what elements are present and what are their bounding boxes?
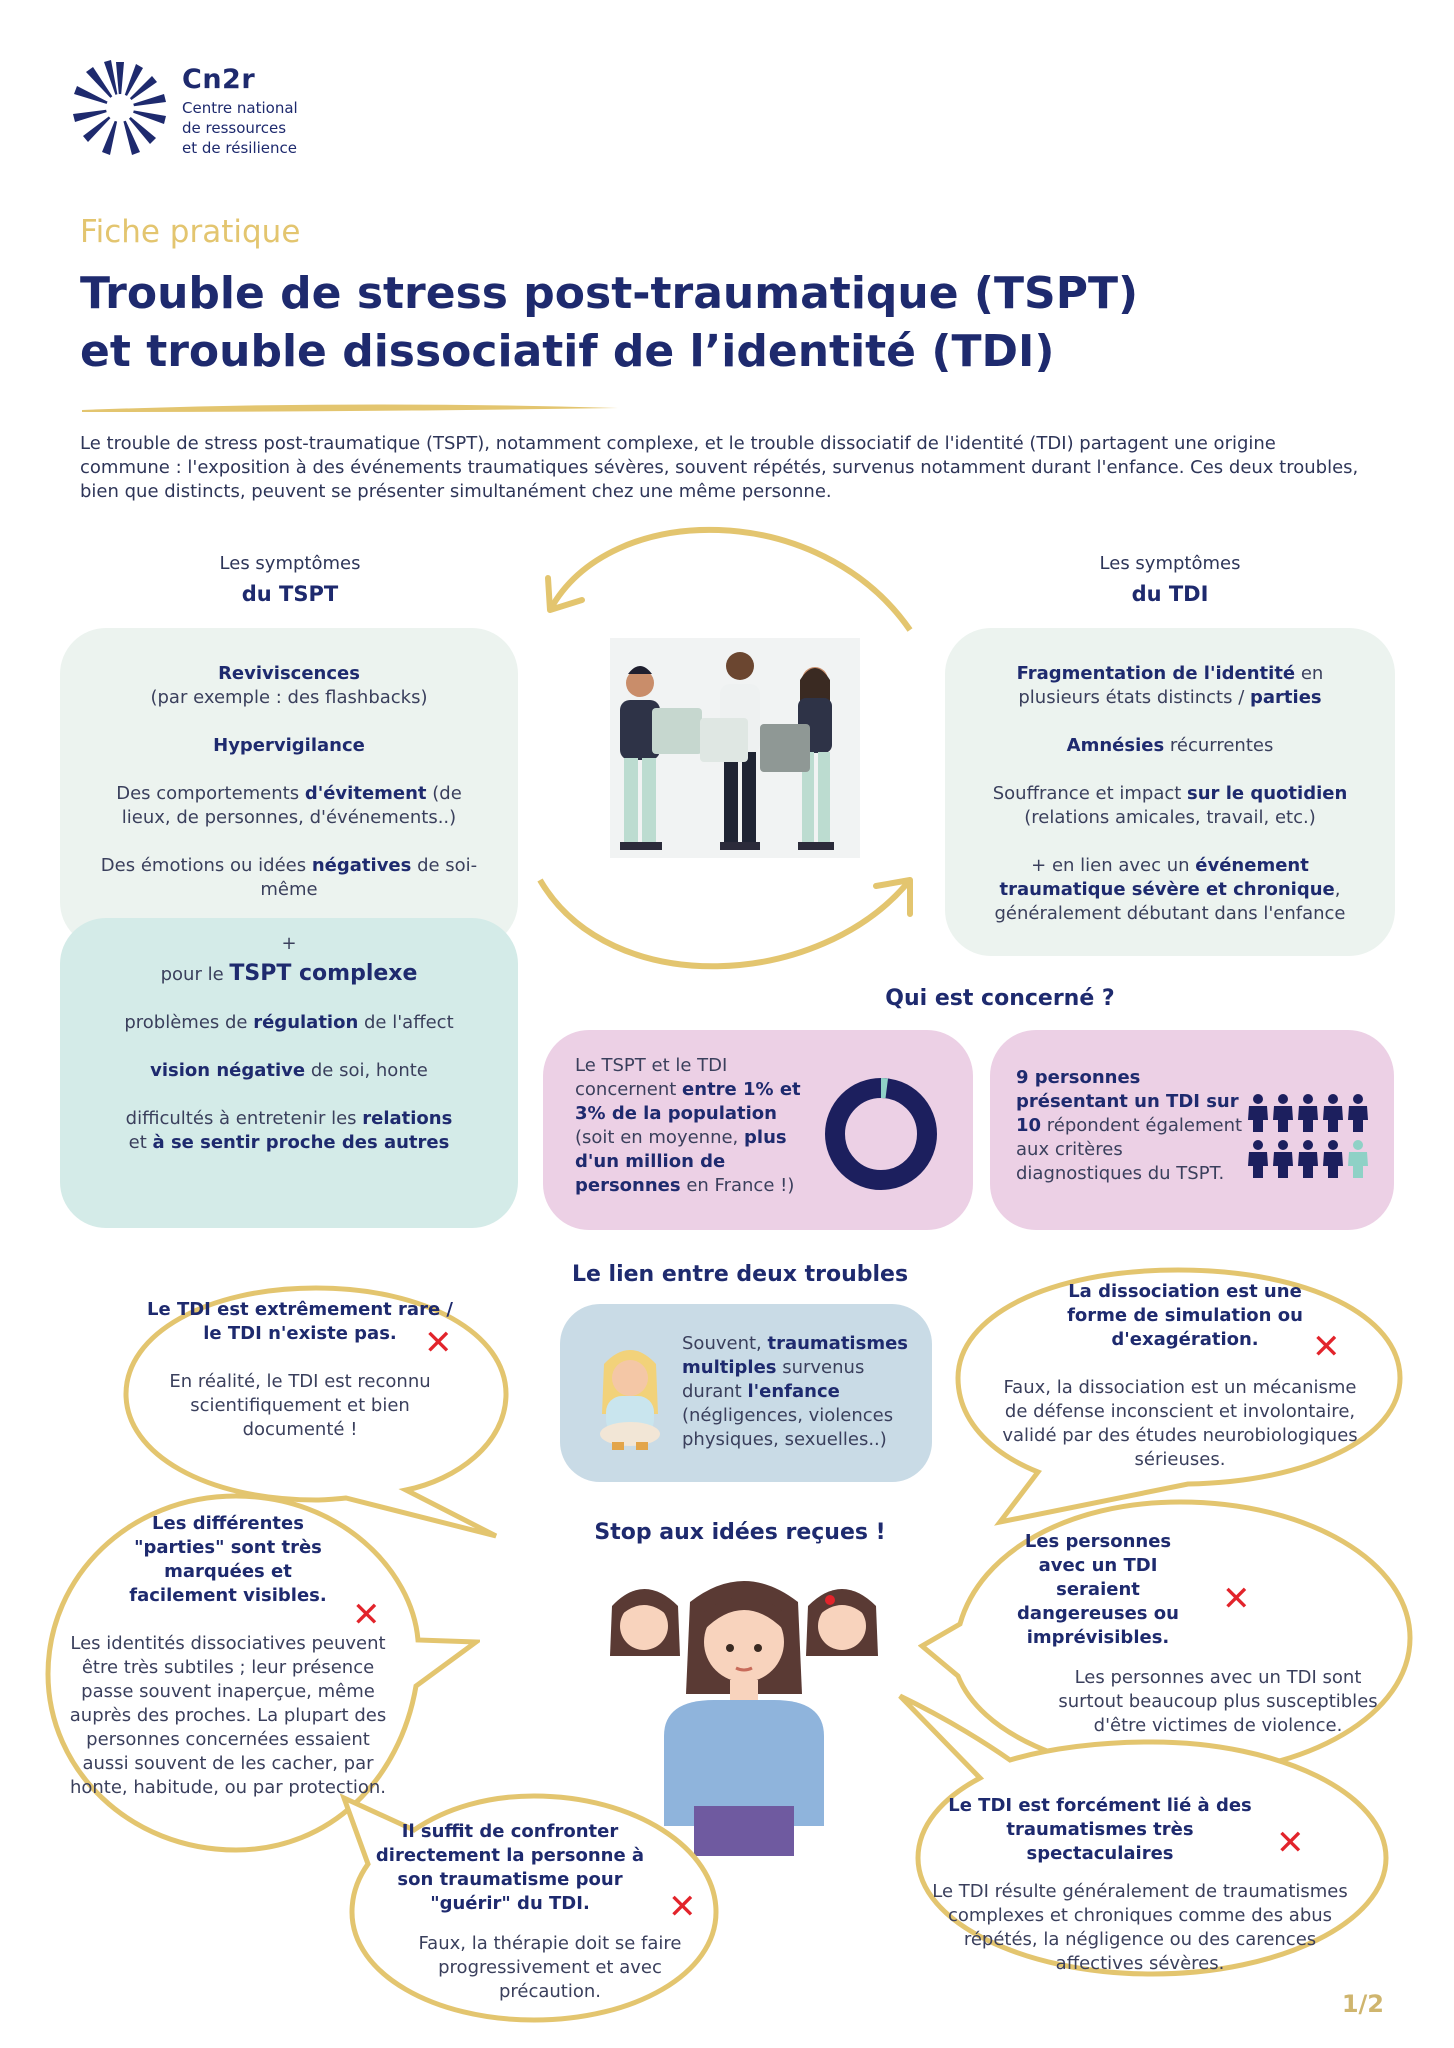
page-title: Trouble de stress post-traumatique (TSPT… <box>80 265 1330 381</box>
concern-overlap-card: 9 personnes présentant un TDI sur 10 rép… <box>990 1030 1394 1230</box>
person-icon-tdi-tspt <box>1273 1140 1293 1178</box>
plus-sign: + <box>281 933 297 954</box>
myth4-heading: Les personnes avec un TDI seraient dange… <box>1017 1531 1179 1648</box>
concern-prevalence-card: Le TSPT et le TDI concernent entre 1% et… <box>543 1030 973 1230</box>
myths-title: Stop aux idées reçues ! <box>594 1520 886 1545</box>
page-title-line1: Trouble de stress post-traumatique (TSPT… <box>80 268 1139 319</box>
tspt-heading-small: Les symptômes <box>219 553 361 574</box>
myth3-bubble <box>45 1493 480 1853</box>
people-puzzle-illustration <box>610 638 860 858</box>
title-underline <box>82 404 618 412</box>
person-icon-tdi-tspt <box>1248 1094 1268 1132</box>
person-icon-tdi-tspt <box>1323 1094 1343 1132</box>
tspt-complex-vision: vision négative de soi, honte <box>150 1060 428 1081</box>
tdi-heading-small: Les symptômes <box>1099 553 1241 574</box>
person-icon-tdi-tspt <box>1323 1140 1343 1178</box>
concern-overlap-text: 9 personnes présentant un TDI sur 10 rép… <box>1016 1067 1243 1184</box>
myth6-heading: Le TDI est forcément lié à des traumatis… <box>948 1795 1252 1864</box>
faces-illustration <box>610 1581 878 1856</box>
page-number: 1/2 <box>1341 1990 1384 2018</box>
cn2r-logo-icon <box>73 60 166 155</box>
person-icon-tdi-tspt <box>1298 1140 1318 1178</box>
tdi-symptom-impact: Souffrance et impact sur le quotidien (r… <box>992 783 1348 828</box>
myth6-cross-icon: ✕ <box>1276 1823 1305 1863</box>
tdi-heading: Les symptômes du TDI <box>1040 552 1300 608</box>
tspt-symptom-avoidance: Des comportements d'évitement (de lieux,… <box>116 783 462 828</box>
page-title-line2: et trouble dissociatif de l’identité (TD… <box>80 326 1055 377</box>
myth4-cross-icon: ✕ <box>1222 1579 1251 1619</box>
tdi-symptom-trauma: + en lien avec un événement traumatique … <box>994 855 1346 924</box>
concern-prevalence-text: Le TSPT et le TDI concernent entre 1% et… <box>575 1055 801 1196</box>
link-title: Le lien entre deux troubles <box>571 1262 909 1287</box>
document-kicker: Fiche pratique <box>80 214 301 250</box>
org-name-line1: Centre national <box>182 99 298 117</box>
tspt-complex-card: + pour le TSPT complexe problèmes de rég… <box>60 918 518 1228</box>
myth1-bubble <box>123 1285 509 1539</box>
person-icon-tdi-tspt <box>1273 1094 1293 1132</box>
tspt-symptom-negative: Des émotions ou idées négatives de soi-m… <box>100 855 478 900</box>
tspt-heading: Les symptômes du TSPT <box>160 552 420 608</box>
org-name-line3: et de résilience <box>182 139 297 157</box>
myth3-text: Les différentes "parties" sont très marq… <box>68 1512 388 1800</box>
tdi-heading-bold: du TDI <box>1131 582 1209 606</box>
tspt-heading-bold: du TSPT <box>241 582 339 606</box>
tspt-complex-heading: pour le TSPT complexe <box>160 961 418 986</box>
tspt-symptoms-card: Reviviscences(par exemple : des flashbac… <box>60 628 518 948</box>
myth5-cross-icon: ✕ <box>668 1887 697 1927</box>
tspt-complex-relations: difficultés à entretenir les relations e… <box>125 1108 453 1153</box>
person-icon-tdi-only <box>1348 1140 1368 1178</box>
myth5-text: Il suffit de confronter directement la p… <box>360 1820 690 2004</box>
myth2-bubble <box>955 1267 1403 1526</box>
myth3-body: Les identités dissociatives peuvent être… <box>69 1633 387 1798</box>
link-text: Souvent, traumatismes multiples survenus… <box>682 1333 908 1450</box>
person-icon-tdi-tspt <box>1298 1094 1318 1132</box>
tdi-symptoms-card: Fragmentation de l'identité en plusieurs… <box>945 628 1395 956</box>
intro-paragraph: Le trouble de stress post-traumatique (T… <box>80 433 1359 502</box>
myth4-text: Les personnes avec un TDI seraient dange… <box>998 1530 1388 1738</box>
tspt-symptom-hypervigilance: Hypervigilance <box>213 735 365 756</box>
link-card: Souvent, traumatismes multiples survenus… <box>560 1304 932 1482</box>
myth2-text: La dissociation est une forme de simulat… <box>990 1280 1370 1472</box>
myth6-body: Le TDI résulte généralement de traumatis… <box>932 1881 1348 1974</box>
myth1-heading: Le TDI est extrêmement rare / le TDI n'e… <box>147 1299 453 1344</box>
myth2-heading: La dissociation est une forme de simulat… <box>1067 1281 1303 1350</box>
person-icon-tdi-tspt <box>1248 1140 1268 1178</box>
myth3-heading: Les différentes "parties" sont très marq… <box>129 1513 327 1606</box>
tdi-symptom-fragmentation: Fragmentation de l'identité en plusieurs… <box>1016 663 1324 708</box>
sitting-girl-illustration <box>600 1350 660 1450</box>
myth5-heading: Il suffit de confronter directement la p… <box>375 1821 645 1914</box>
myth4-body: Les personnes avec un TDI sont surtout b… <box>1058 1667 1378 1736</box>
person-icon-tdi-tspt <box>1348 1094 1368 1132</box>
tspt-symptom-reviviscences: Reviviscences(par exemple : des flashbac… <box>150 663 428 708</box>
tdi-symptom-amnesia: Amnésies récurrentes <box>1066 735 1274 756</box>
concern-title: Qui est concerné ? <box>885 986 1115 1011</box>
myth6-text: Le TDI est forcément lié à des traumatis… <box>930 1794 1350 1976</box>
myth5-bubble <box>339 1793 719 2023</box>
cycle-arrows <box>537 526 913 970</box>
myth5-body: Faux, la thérapie doit se faire progress… <box>418 1933 682 2002</box>
myth1-text: Le TDI est extrêmement rare / le TDI n'e… <box>140 1298 460 1442</box>
org-name-line2: de ressources <box>182 119 287 137</box>
prevalence-donut <box>825 1078 937 1190</box>
tspt-complex-regulation: problèmes de régulation de l'affect <box>124 1012 454 1033</box>
myth3-cross-icon: ✕ <box>352 1595 381 1635</box>
myth2-body: Faux, la dissociation est un mécanisme d… <box>1002 1377 1358 1470</box>
people-ratio-icons <box>1248 1094 1368 1178</box>
myth6-bubble <box>898 1693 1389 1977</box>
myth1-cross-icon: ✕ <box>424 1323 453 1363</box>
org-acronym: Cn2r <box>182 64 256 95</box>
myth1-body: En réalité, le TDI est reconnu scientifi… <box>169 1371 431 1440</box>
myth2-cross-icon: ✕ <box>1312 1327 1341 1367</box>
